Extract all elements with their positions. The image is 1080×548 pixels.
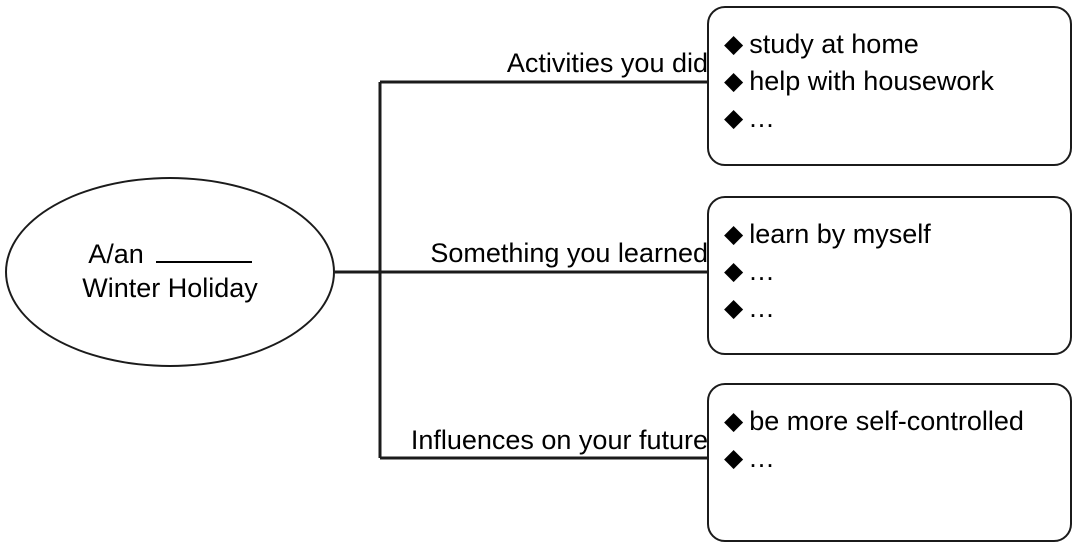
- list-item: ◆ ...: [724, 100, 1070, 137]
- leaf-box-learned: ◆ learn by myself ◆ ... ◆ ...: [707, 196, 1072, 355]
- branch-label-influences: Influences on your future: [378, 427, 708, 454]
- diamond-bullet-icon: ◆: [724, 444, 744, 472]
- branch-label-learned: Something you learned: [378, 240, 708, 267]
- list-item-text: ...: [749, 256, 775, 286]
- diamond-bullet-icon: ◆: [724, 220, 744, 248]
- list-item: ◆ be more self-controlled: [724, 403, 1070, 440]
- list-item-text: ...: [749, 293, 775, 323]
- list-item-text: study at home: [749, 29, 919, 59]
- diamond-bullet-icon: ◆: [724, 257, 744, 285]
- diamond-bullet-icon: ◆: [724, 294, 744, 322]
- branch-label-text: Influences on your future: [410, 425, 708, 455]
- list-item: ◆ help with housework: [724, 63, 1070, 100]
- root-topic-prefix: A/an: [88, 238, 144, 269]
- root-topic-line-1: A/an: [88, 238, 252, 269]
- list-item: ◆ study at home: [724, 26, 1070, 63]
- leaf-box-activities: ◆ study at home ◆ help with housework ◆ …: [707, 6, 1072, 166]
- branch-label-activities: Activities you did: [378, 50, 708, 77]
- list-item: ◆ ...: [724, 253, 1070, 290]
- root-topic-line-2: Winter Holiday: [82, 273, 258, 304]
- diamond-bullet-icon: ◆: [724, 407, 744, 435]
- list-item: ◆ ...: [724, 440, 1070, 477]
- list-item-text: be more self-controlled: [749, 406, 1024, 436]
- root-topic-blank-field[interactable]: [155, 244, 252, 263]
- root-topic-node: A/an Winter Holiday: [5, 177, 335, 367]
- list-item-text: ...: [749, 103, 775, 133]
- list-item-text: ...: [749, 443, 775, 473]
- list-item: ◆ learn by myself: [724, 216, 1070, 253]
- diamond-bullet-icon: ◆: [724, 30, 744, 58]
- diamond-bullet-icon: ◆: [724, 104, 744, 132]
- list-item: ◆ ...: [724, 290, 1070, 327]
- list-item-text: learn by myself: [749, 219, 931, 249]
- branch-label-text: Something you learned: [430, 238, 708, 268]
- list-item-text: help with housework: [749, 66, 994, 96]
- branch-label-text: Activities you did: [506, 48, 708, 78]
- leaf-box-influences: ◆ be more self-controlled ◆ ...: [707, 383, 1072, 542]
- diamond-bullet-icon: ◆: [724, 67, 744, 95]
